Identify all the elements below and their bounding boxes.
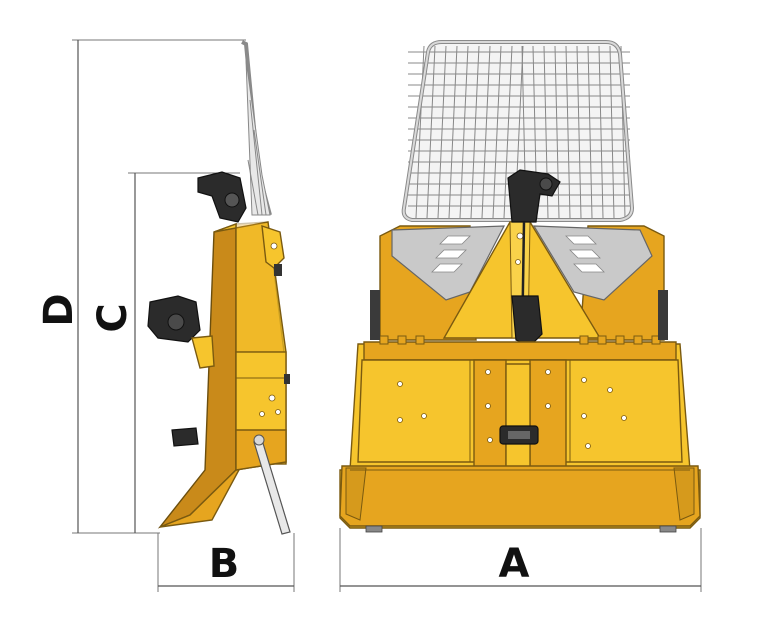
dimension-label-b: B — [209, 541, 240, 587]
winch-front-view — [339, 40, 701, 533]
protective-mesh-guard — [401, 40, 635, 222]
dimension-label-a: A — [499, 541, 530, 587]
dimension-lines — [72, 39, 702, 592]
winch-side-view — [147, 40, 291, 535]
dimension-label-c: C — [90, 303, 136, 332]
dimension-label-d: D — [36, 293, 82, 326]
panel-bolts — [397, 369, 627, 449]
